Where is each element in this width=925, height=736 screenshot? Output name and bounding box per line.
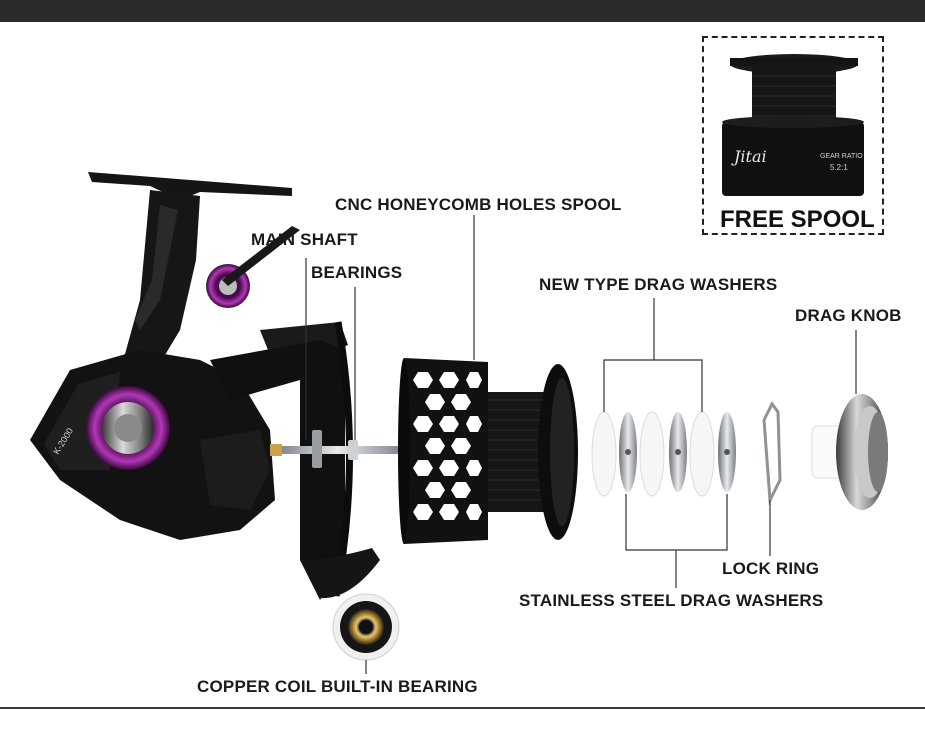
label-lock-ring: LOCK RING (722, 559, 820, 578)
free-spool-brand: Jitai (731, 147, 767, 166)
copper-bearing (332, 593, 400, 661)
label-stainless-washers: STAINLESS STEEL DRAG WASHERS (519, 591, 824, 610)
main-shaft (270, 430, 405, 468)
free-spool-image: Jitai GEAR RATIO 5.2:1 (722, 54, 864, 196)
reel-body (30, 172, 380, 600)
label-cnc-spool: CNC HONEYCOMB HOLES SPOOL (335, 195, 622, 214)
free-spool-label: FREE SPOOL (720, 206, 875, 233)
free-spool-inset: Jitai GEAR RATIO 5.2:1 FREE SPOOL (702, 36, 884, 235)
label-main-shaft: MAIN SHAFT (251, 230, 358, 249)
free-spool-gear-value: 5.2:1 (830, 163, 848, 172)
label-new-drag-washers: NEW TYPE DRAG WASHERS (539, 275, 778, 294)
free-spool-gear-label: GEAR RATIO (820, 153, 863, 160)
leader-lines (305, 215, 857, 674)
drag-washers (591, 411, 736, 497)
label-bearings: BEARINGS (311, 263, 403, 282)
lock-ring (762, 401, 782, 506)
bottom-divider (0, 707, 925, 709)
label-copper-bearing: COPPER COIL BUILT-IN BEARING (197, 677, 478, 696)
honeycomb-spool (398, 358, 578, 544)
top-bar (0, 0, 925, 22)
drag-knob (811, 394, 888, 510)
label-drag-knob: DRAG KNOB (795, 306, 902, 325)
